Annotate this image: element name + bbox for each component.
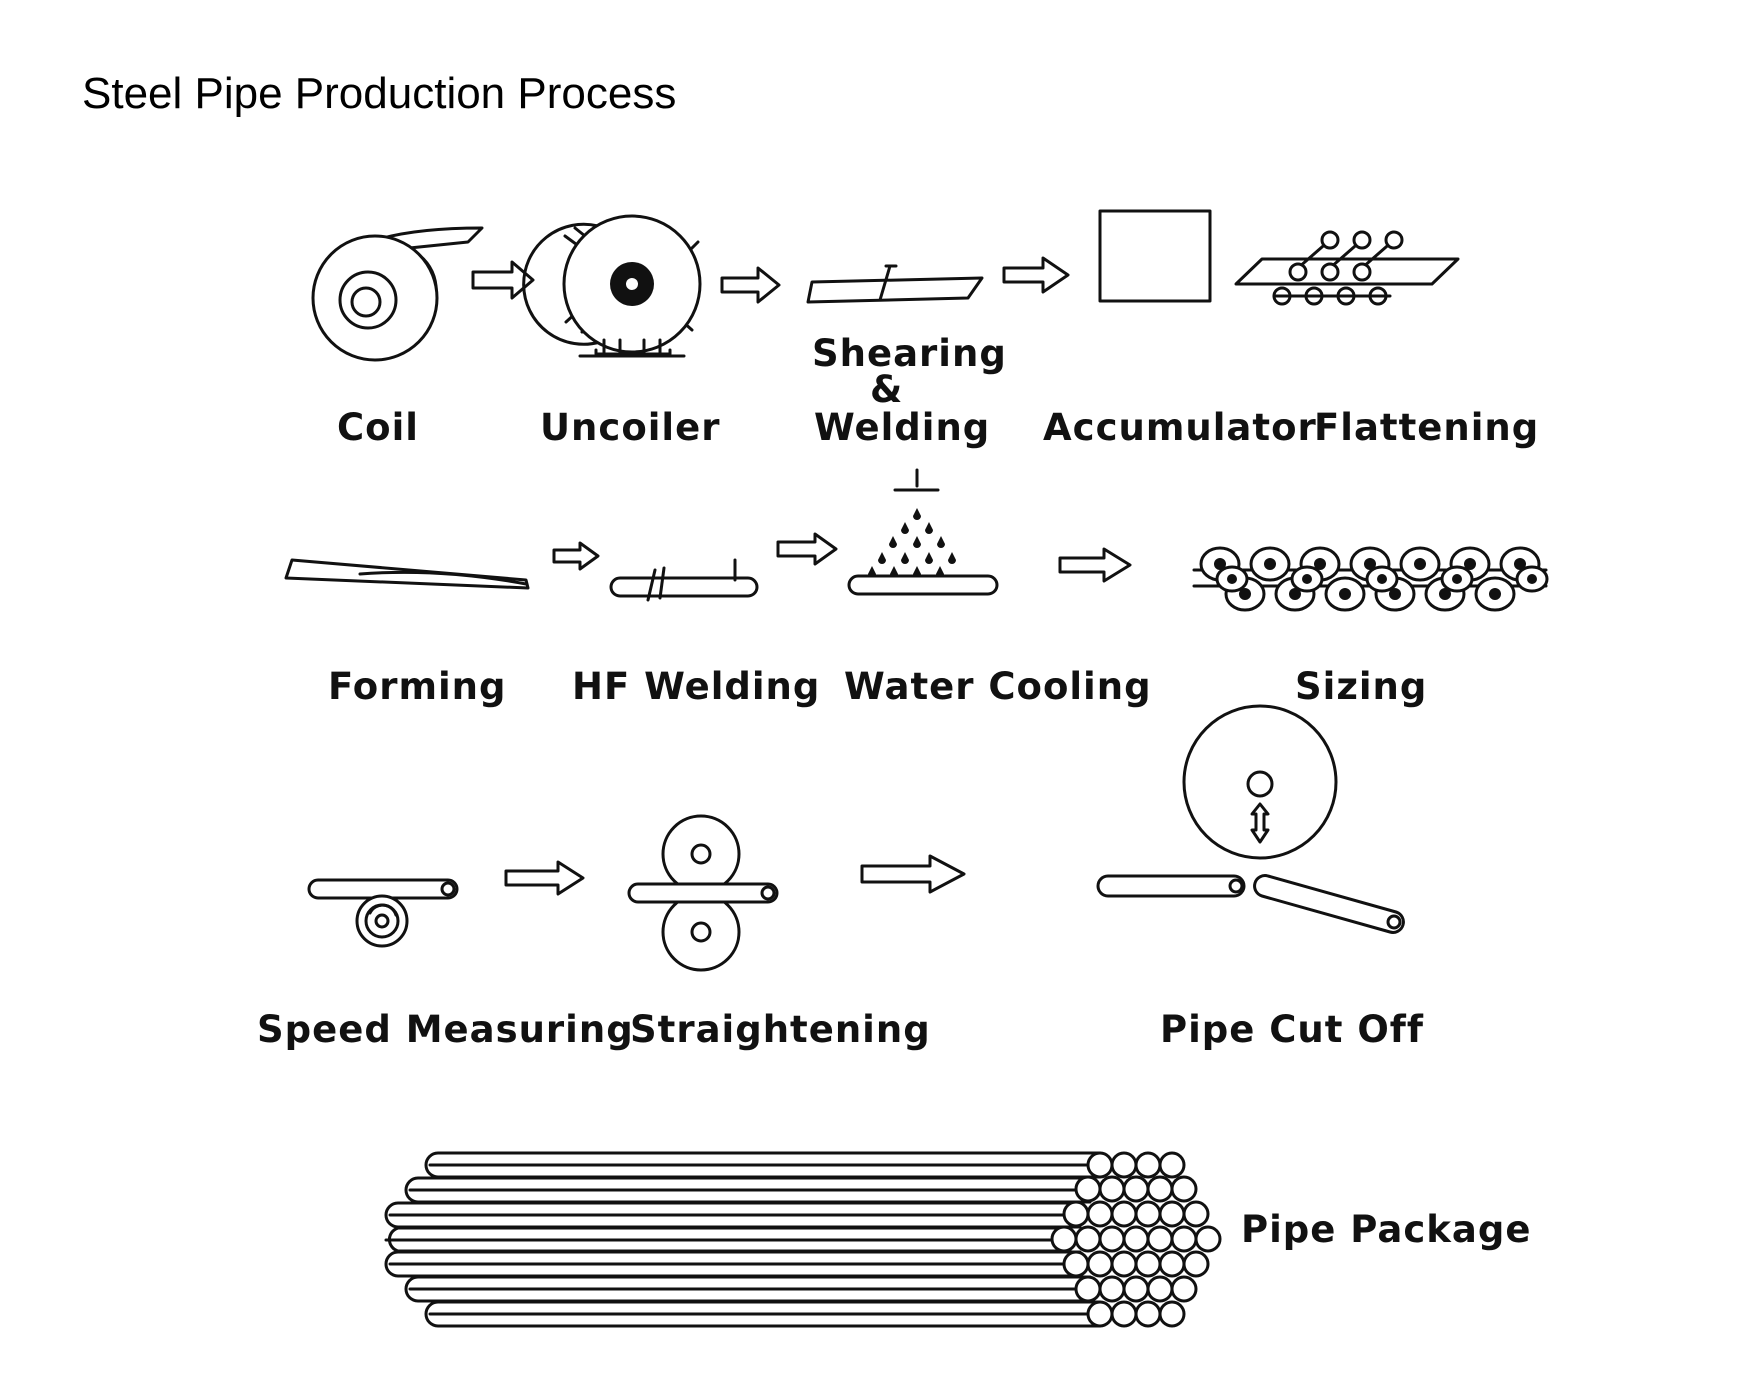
page-title: Steel Pipe Production Process [82,69,676,118]
arrow-2 [720,266,781,304]
label-forming: Forming [328,665,507,708]
water-spray-icon [847,468,999,596]
arrow-7 [504,860,585,896]
arrow-4 [552,541,600,571]
arrow-6 [1058,547,1132,583]
label-sizing: Sizing [1295,665,1427,708]
label-pipe-package: Pipe Package [1241,1208,1531,1251]
label-speed-measuring: Speed Measuring [257,1008,634,1051]
accumulator-icon [1098,209,1212,303]
speed-wheel-icon [307,878,459,948]
label-uncoiler: Uncoiler [540,406,720,449]
forming-strip-icon [284,558,530,590]
sizing-rollers-icon [1192,546,1549,612]
label-water-cooling: Water Cooling [844,665,1152,708]
label-welding: Welding [814,406,990,449]
straightening-rollers-icon [627,814,779,972]
cutting-saw-icon [1096,704,1405,934]
label-ampersand: & [870,368,903,411]
shearing-welding-icon [806,264,984,304]
label-accumulator: Accumulator [1043,406,1317,449]
hf-welding-icon [609,558,759,602]
label-pipe-cut-off: Pipe Cut Off [1160,1008,1424,1051]
label-straightening: Straightening [630,1008,931,1051]
label-coil: Coil [337,406,419,449]
uncoiler-icon [522,214,702,358]
label-hf-welding: HF Welding [572,665,820,708]
label-shearing: Shearing [812,332,1007,375]
pipe-bundle-icon [384,1151,1222,1328]
flattening-rollers-icon [1234,230,1460,306]
label-flattening: Flattening [1314,406,1539,449]
arrow-3 [1002,256,1070,294]
coil-icon [311,226,484,362]
arrow-8 [860,854,966,894]
arrow-5 [776,532,838,566]
